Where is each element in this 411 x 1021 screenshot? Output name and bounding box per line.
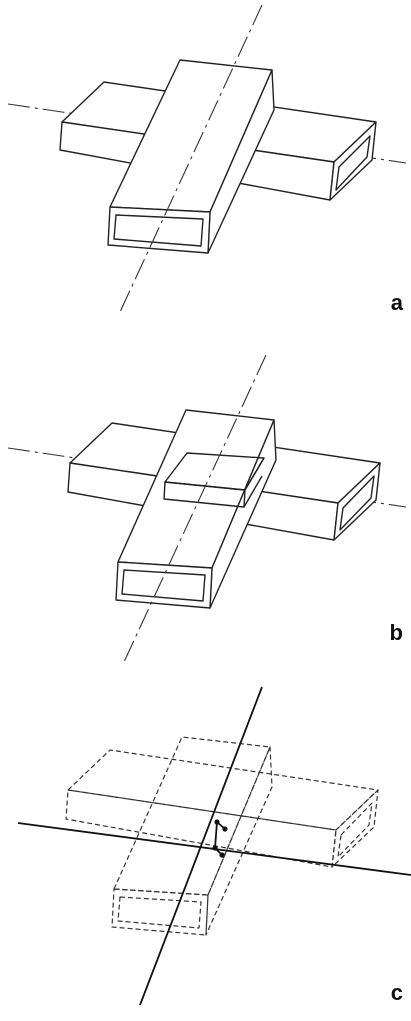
panel-label-c: c [390, 980, 403, 1005]
panel-label-b: b [389, 620, 403, 645]
diagonal-beam-axis [123, 354, 267, 663]
connection-node [222, 826, 228, 832]
diagonal-beam-outline [111, 736, 273, 936]
crossing-beams-with-intersection-drawing [7, 354, 407, 663]
connection-node [219, 852, 225, 858]
diagonal-beam [115, 409, 277, 609]
diagonal-beam [107, 59, 275, 254]
axis-connection-link [212, 819, 228, 858]
panel-c: c [0, 675, 411, 1021]
horizontal-beam-outline [65, 749, 379, 868]
connection-node [214, 819, 220, 825]
diagonal-beam-axis [119, 4, 263, 313]
panel-a: a [0, 0, 411, 330]
beam-axes-model-drawing [17, 686, 411, 1006]
panel-label-a: a [390, 290, 403, 315]
panel-b: b [0, 330, 411, 675]
intersection-volume [163, 452, 265, 508]
crossing-beams-drawing [7, 4, 407, 313]
connection-node [212, 845, 218, 851]
diagonal-center-axis [139, 686, 263, 1006]
